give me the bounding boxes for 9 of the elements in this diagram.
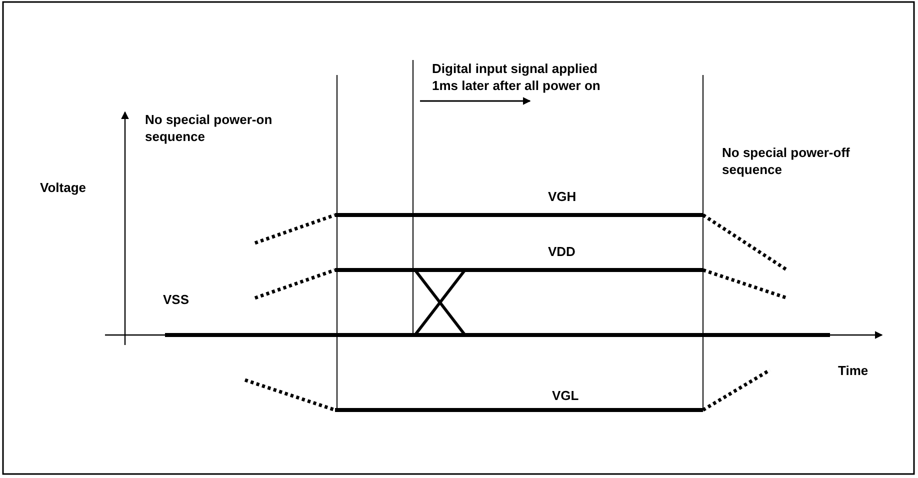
signal-timing-note: Digital input signal applied 1ms later after all power on (432, 60, 602, 94)
power-on-note: No special power-on sequence (145, 111, 274, 145)
power-off-note: No special power-off sequence (722, 144, 851, 178)
signal-label: VGH (548, 188, 576, 205)
axis-label: Time (838, 362, 868, 379)
signal-label: VDD (548, 243, 576, 260)
signal-label: VSS (163, 291, 190, 308)
axis-label: Voltage (40, 179, 86, 196)
signal-label: VGL (552, 387, 579, 404)
